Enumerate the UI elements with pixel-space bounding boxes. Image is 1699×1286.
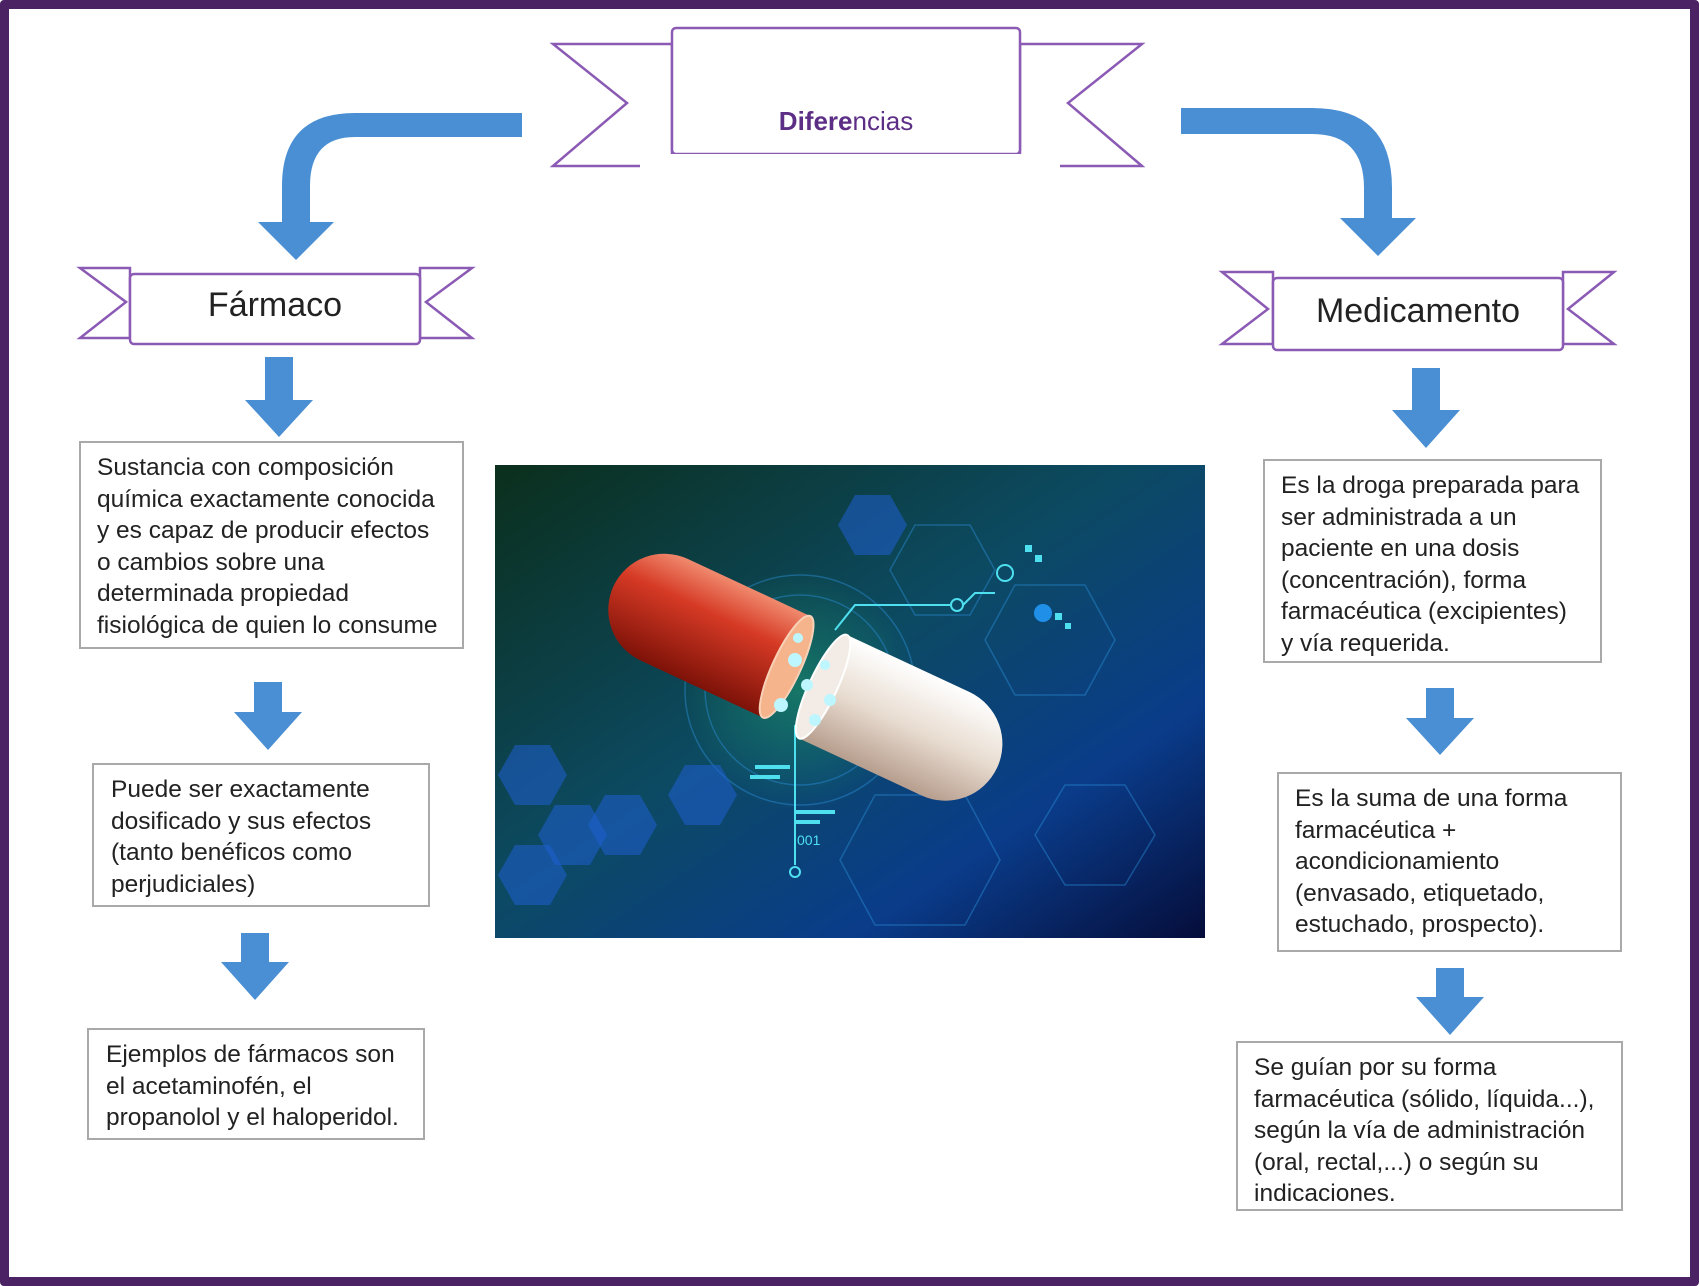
- medicamento-composition-box: Es la suma de una forma farmacéutica + a…: [1277, 772, 1622, 952]
- down-arrow-icon: [1406, 688, 1474, 755]
- down-arrow-icon: [1392, 368, 1460, 448]
- curved-arrow-left: [258, 113, 522, 260]
- farmaco-heading: Fármaco: [207, 286, 343, 324]
- farmaco-examples-box: Ejemplos de fármacos son el acetaminofén…: [87, 1028, 425, 1140]
- medicamento-banner: [1218, 270, 1618, 352]
- diagram-title: Diferencias: [672, 106, 1020, 137]
- title-banner: [549, 26, 1146, 168]
- medicamento-definition-text: Es la droga preparada para ser administr…: [1281, 472, 1580, 657]
- farmaco-dosage-box: Puede ser exactamente dosificado y sus e…: [92, 763, 430, 907]
- down-arrow-icon: [245, 357, 313, 437]
- medicamento-classification-box: Se guían por su forma farmacéutica (sóli…: [1236, 1041, 1623, 1211]
- capsule-illustration: 001: [495, 465, 1205, 938]
- farmaco-definition-text: Sustancia con composición química exacta…: [97, 454, 438, 639]
- farmaco-banner: [76, 266, 476, 346]
- title-banner-mask: [640, 154, 1060, 174]
- medicamento-classification-text: Se guían por su forma farmacéutica (sóli…: [1254, 1054, 1595, 1207]
- down-arrow-icon: [234, 682, 302, 750]
- down-arrow-icon: [1416, 968, 1484, 1035]
- farmaco-definition-box: Sustancia con composición química exacta…: [79, 441, 464, 649]
- code-label: 001: [797, 832, 821, 848]
- medicamento-definition-box: Es la droga preparada para ser administr…: [1263, 459, 1602, 663]
- farmaco-dosage-text: Puede ser exactamente dosificado y sus e…: [111, 776, 372, 898]
- title-bold: Difere: [778, 106, 853, 136]
- medicamento-composition-text: Es la suma de una forma farmacéutica + a…: [1295, 785, 1568, 938]
- curved-arrow-right: [1181, 108, 1416, 256]
- down-arrow-icon: [221, 933, 289, 1000]
- title-rest: ncias: [852, 106, 914, 136]
- medicamento-heading: Medicamento: [1315, 292, 1521, 330]
- farmaco-examples-text: Ejemplos de fármacos son el acetaminofén…: [106, 1041, 399, 1131]
